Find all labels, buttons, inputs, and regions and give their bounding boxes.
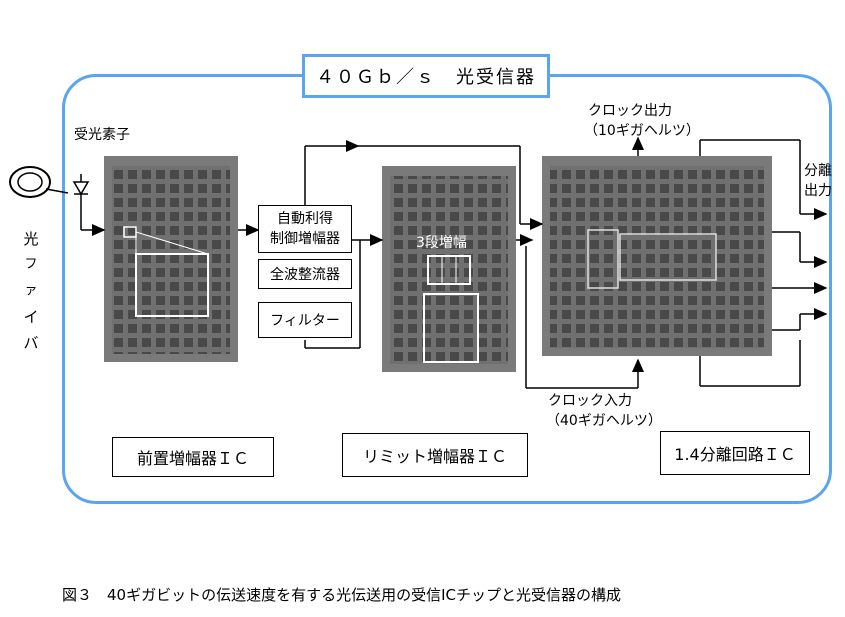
agc-block: 自動利得 制御増幅器 (258, 205, 352, 253)
demux-out-label-2: 出力 (804, 183, 832, 199)
clock-out-label-2: （10ギガヘルツ） (584, 123, 700, 139)
agc-line-2: 制御増幅器 (270, 231, 340, 247)
demux-out-label-1: 分離 (804, 163, 832, 179)
fiber-char-3: イ (23, 308, 39, 326)
three-stage-label: 3段増幅 (416, 235, 467, 251)
preamp-ic-name: 前置増幅器ＩＣ (112, 437, 274, 477)
fiber-label: 光 ファ イ バ (22, 226, 40, 356)
demux-ic-name: 1.4分離回路ＩＣ (660, 431, 810, 475)
fiber-char-1: 光 (23, 230, 39, 248)
agc-line-1: 自動利得 (277, 211, 333, 227)
figure-caption: 図３ 40ギガビットの伝送速度を有する光伝送用の受信ICチップと光受信器の構成 (62, 586, 621, 604)
limiter-ic-name: リミット増幅器ＩＣ (342, 433, 528, 477)
fiber-char-2: ファ (24, 257, 38, 298)
clock-in-label-1: クロック入力 (548, 393, 632, 409)
photodiode-label: 受光素子 (74, 127, 130, 143)
fiber-char-4: バ (23, 334, 39, 352)
rectifier-block: 全波整流器 (258, 259, 352, 289)
receiver-title: ４０Ｇｂ／ｓ 光受信器 (302, 54, 550, 98)
filter-block: フィルター (258, 302, 352, 338)
clock-in-label-2: （40ギガヘルツ） (546, 413, 662, 429)
clock-out-label-1: クロック出力 (588, 103, 672, 119)
